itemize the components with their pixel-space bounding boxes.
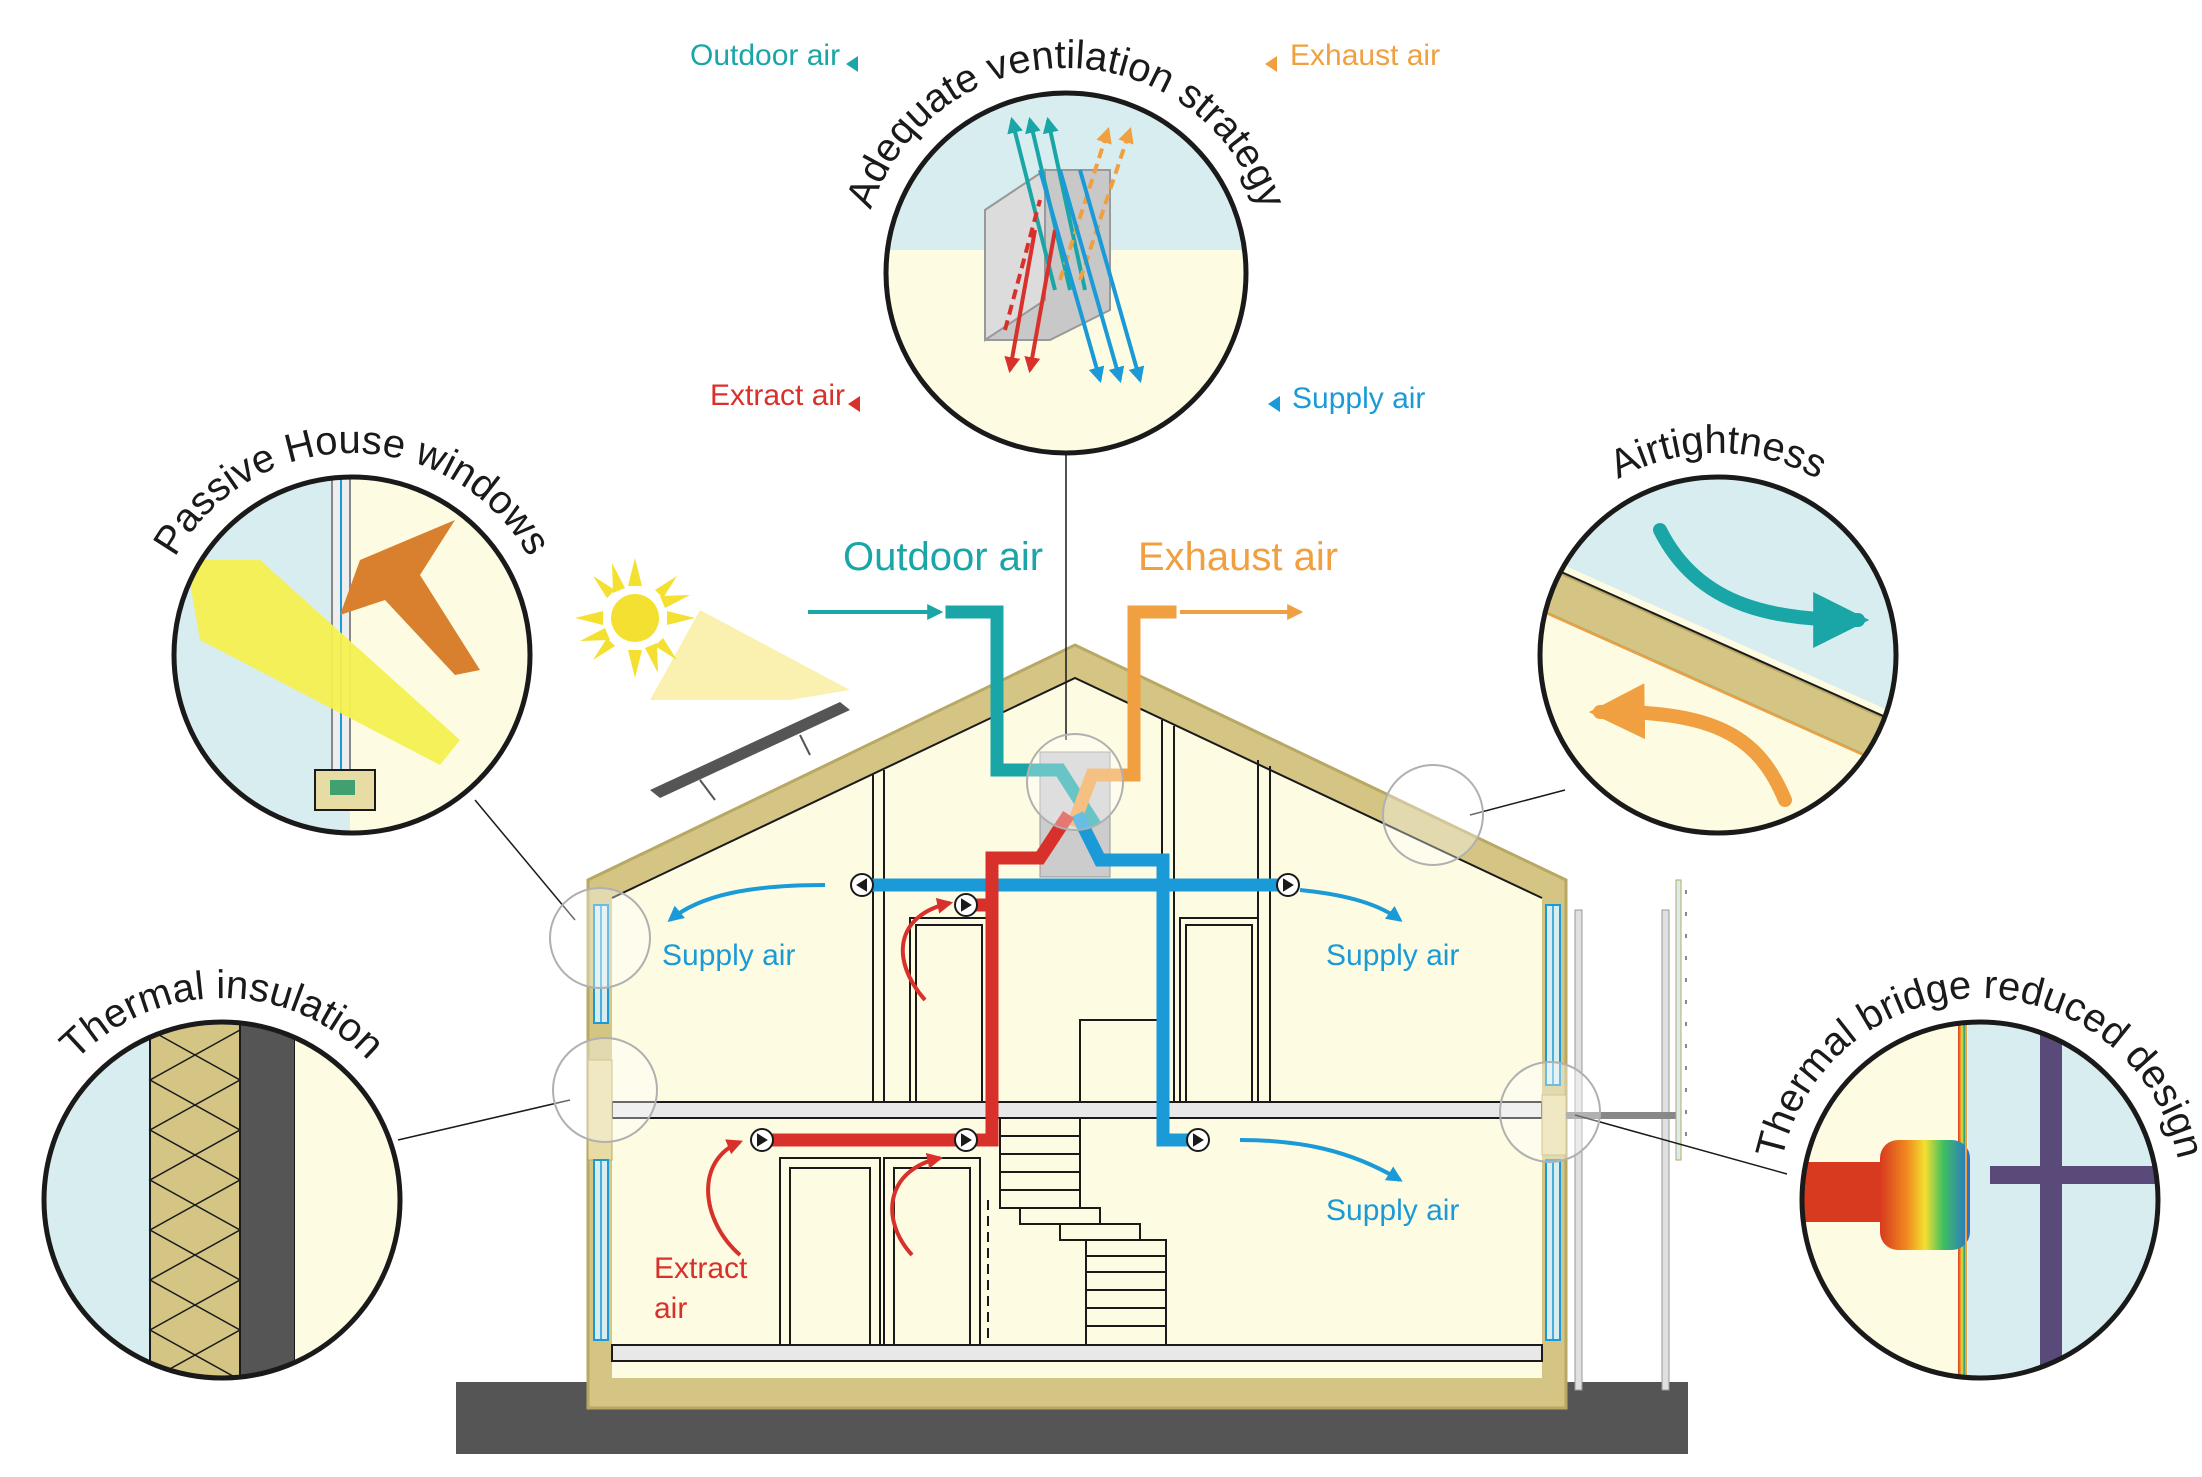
ring-outdoor-air-marker [846, 56, 858, 72]
extract-air-label-line2: air [654, 1292, 687, 1325]
ring-exhaust-air-marker [1265, 56, 1277, 72]
ventilation-detail-circle: Adequate ventilation strategy [838, 33, 1294, 456]
supply-air-label-upper-right: Supply air [1326, 939, 1459, 972]
sun-icon [575, 558, 850, 700]
thermal-bridge-detail-circle: Thermal bridge reduced design [1748, 963, 2202, 1381]
middle-floor-slab [611, 1101, 1543, 1119]
window-right-upper [1545, 904, 1561, 1086]
outdoor-air-duct [945, 605, 1101, 829]
ring-extract-air-label: Extract air [710, 379, 845, 412]
exhaust-air-duct [1066, 605, 1177, 829]
fan-icon [750, 1128, 774, 1152]
duct-network [763, 605, 1287, 1147]
house-interior [612, 678, 1542, 1378]
fan-icon [954, 893, 978, 917]
fan-icon [850, 873, 874, 897]
window-left-upper [593, 904, 609, 1024]
airtightness-detail-circle: Airtightness [1537, 418, 1899, 836]
fan-icon [1186, 1128, 1210, 1152]
callout-lines [397, 453, 1788, 1175]
airtightness-cold-arrow [1653, 523, 1870, 648]
insulation-detail-circle: Thermal insulation [41, 963, 403, 1381]
house-outdoor-air-label: Outdoor air [843, 535, 1043, 579]
door-lower-left [779, 1157, 881, 1346]
fan-icon [1276, 873, 1300, 897]
window-right-lower [1545, 1159, 1561, 1341]
highlight-circles [549, 733, 1601, 1163]
fan-icon [954, 1128, 978, 1152]
window-left-lower [593, 1159, 609, 1341]
door-upper-right [1179, 917, 1259, 1103]
extract-arrow-lower-mid [890, 1152, 944, 1257]
ring-extract-air-marker [848, 396, 860, 412]
house-exhaust-air-label: Exhaust air [1138, 535, 1338, 579]
solar-panel-icon [650, 702, 850, 801]
ring-supply-air-marker [1268, 396, 1280, 412]
supply-air-label-lower-right: Supply air [1326, 1194, 1459, 1227]
airtightness-warm-arrow [1588, 683, 1792, 807]
supply-arrow-upper-left [667, 883, 826, 923]
extract-air-label-line1: Extract [654, 1252, 748, 1285]
ground-floor-slab [611, 1344, 1543, 1362]
ring-exhaust-air-label: Exhaust air [1290, 39, 1440, 72]
extract-arrow-upper [900, 897, 954, 1002]
windows-detail-circle: Passive House windows [145, 418, 559, 836]
supply-arrow-lower-right [1239, 1138, 1403, 1182]
staircase-icon [987, 1117, 1167, 1346]
supply-air-label-upper-left: Supply air [662, 939, 795, 972]
room-airflow-arrows [667, 604, 1403, 1257]
supply-air-duct [1071, 811, 1197, 1147]
ring-outdoor-air-label: Outdoor air [690, 39, 840, 72]
house-section [586, 643, 1687, 1410]
supply-arrow-upper-right [1299, 888, 1403, 922]
extract-arrow-lower-left [706, 1139, 743, 1257]
extract-air-duct [763, 810, 1075, 1147]
ring-supply-air-label: Supply air [1292, 382, 1425, 415]
